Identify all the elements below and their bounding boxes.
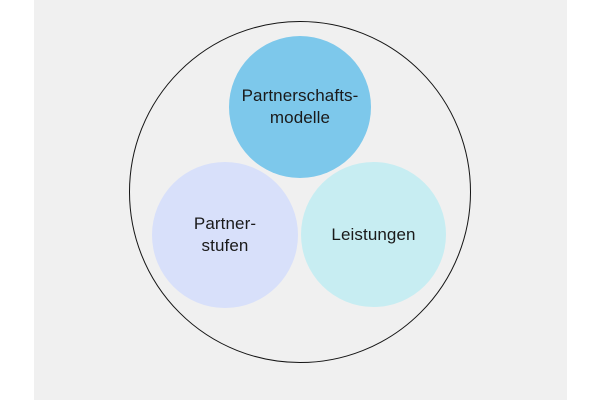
outer-circle: [129, 21, 471, 363]
circle-label-partnerstufen: Partner- stufen: [193, 214, 257, 255]
circle-label-leistungen: Leistungen: [331, 224, 416, 244]
circle-label-partnerschaftsmodelle: Partnerschafts- modelle: [241, 86, 359, 127]
circle-leistungen: Leistungen: [301, 162, 446, 307]
circle-partnerschaftsmodelle: Partnerschafts- modelle: [229, 36, 371, 178]
diagram-canvas: Partnerschafts- modelle Partner- stufen …: [34, 0, 567, 400]
circle-partnerstufen: Partner- stufen: [152, 162, 298, 308]
